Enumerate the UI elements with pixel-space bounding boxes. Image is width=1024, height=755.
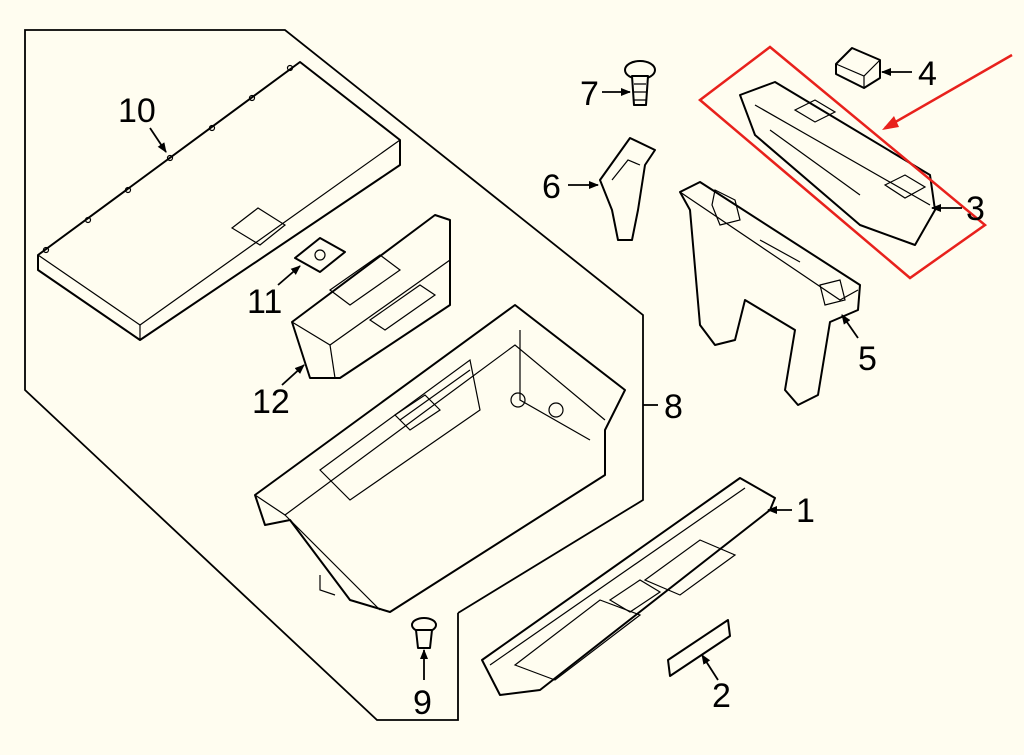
part-9-push-clip[interactable] (411, 617, 437, 649)
leader-12 (281, 364, 305, 386)
part-7-bolt[interactable] (624, 60, 656, 106)
part-5-support-frame[interactable] (679, 181, 861, 406)
callout-7: 7 (580, 75, 599, 113)
part-11-cap[interactable] (294, 237, 346, 273)
leader-5 (841, 314, 859, 339)
callout-8: 8 (664, 388, 683, 426)
part-4-pad[interactable] (835, 47, 881, 89)
part-10-floor-board[interactable] (37, 61, 401, 341)
part-6-bracket[interactable] (599, 137, 656, 241)
callout-11: 11 (247, 283, 282, 321)
part-8-storage-tub[interactable] (254, 304, 626, 613)
part-3-trim-panel[interactable] (739, 81, 936, 246)
leader-11 (277, 265, 301, 286)
highlight-arrow (884, 53, 1013, 130)
callout-6: 6 (542, 168, 561, 206)
callout-9: 9 (413, 684, 432, 722)
leader-2 (701, 654, 719, 681)
callout-5: 5 (858, 340, 877, 378)
highlight-arrow-head (882, 116, 899, 130)
part-2-strip[interactable] (667, 619, 731, 677)
leader-10 (149, 127, 167, 153)
callout-10: 10 (118, 92, 156, 130)
callout-2: 2 (712, 677, 731, 715)
part-12-insert-tray[interactable] (291, 214, 451, 379)
callout-12: 12 (252, 383, 290, 421)
callout-4: 4 (918, 55, 937, 93)
highlight-box-part-3 (698, 45, 988, 280)
group-8-boundary (24, 29, 644, 721)
callout-3: 3 (966, 190, 985, 228)
callout-1: 1 (796, 492, 815, 530)
